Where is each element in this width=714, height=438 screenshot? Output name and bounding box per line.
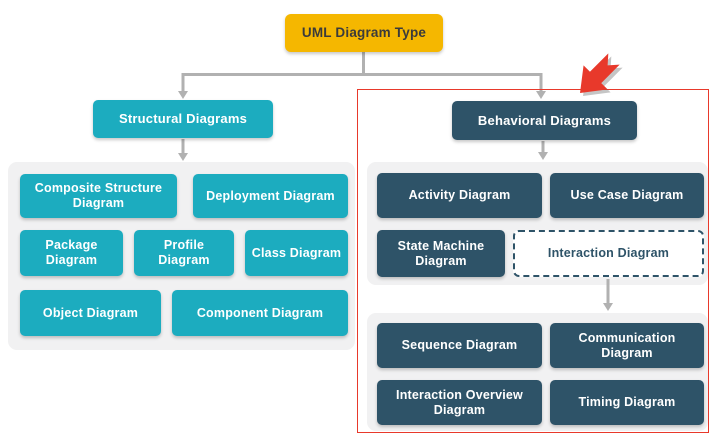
arrow-down-icon (536, 91, 546, 99)
interaction-group-panel: Sequence Diagram Communication Diagram I… (367, 313, 708, 431)
node-timing-diagram: Timing Diagram (550, 380, 704, 425)
arrow-down-icon (538, 152, 548, 160)
node-sequence-diagram: Sequence Diagram (377, 323, 542, 368)
node-composite-structure-diagram: Composite Structure Diagram (20, 174, 177, 218)
node-package-diagram: Package Diagram (20, 230, 123, 276)
node-interaction-diagram: Interaction Diagram (513, 230, 704, 277)
node-use-case-diagram: Use Case Diagram (550, 173, 704, 218)
arrow-down-icon (178, 91, 188, 99)
node-activity-diagram: Activity Diagram (377, 173, 542, 218)
node-structural-diagrams: Structural Diagrams (93, 100, 273, 138)
node-behavioral-diagrams: Behavioral Diagrams (452, 101, 637, 140)
node-interaction-overview-diagram: Interaction Overview Diagram (377, 380, 542, 425)
arrow-down-icon (178, 153, 188, 161)
node-profile-diagram: Profile Diagram (134, 230, 234, 276)
node-component-diagram: Component Diagram (172, 290, 348, 336)
structural-group-panel: Composite Structure Diagram Deployment D… (8, 162, 355, 350)
node-communication-diagram: Communication Diagram (550, 323, 704, 368)
highlight-arrow-shadow (583, 56, 623, 96)
node-uml-diagram-type: UML Diagram Type (285, 14, 443, 52)
red-arrow-icon (580, 53, 620, 93)
node-object-diagram: Object Diagram (20, 290, 161, 336)
behavioral-group-panel: Activity Diagram Use Case Diagram State … (367, 162, 708, 285)
node-deployment-diagram: Deployment Diagram (193, 174, 348, 218)
node-state-machine-diagram: State Machine Diagram (377, 230, 505, 277)
arrow-down-icon (603, 303, 613, 311)
node-class-diagram: Class Diagram (245, 230, 348, 276)
